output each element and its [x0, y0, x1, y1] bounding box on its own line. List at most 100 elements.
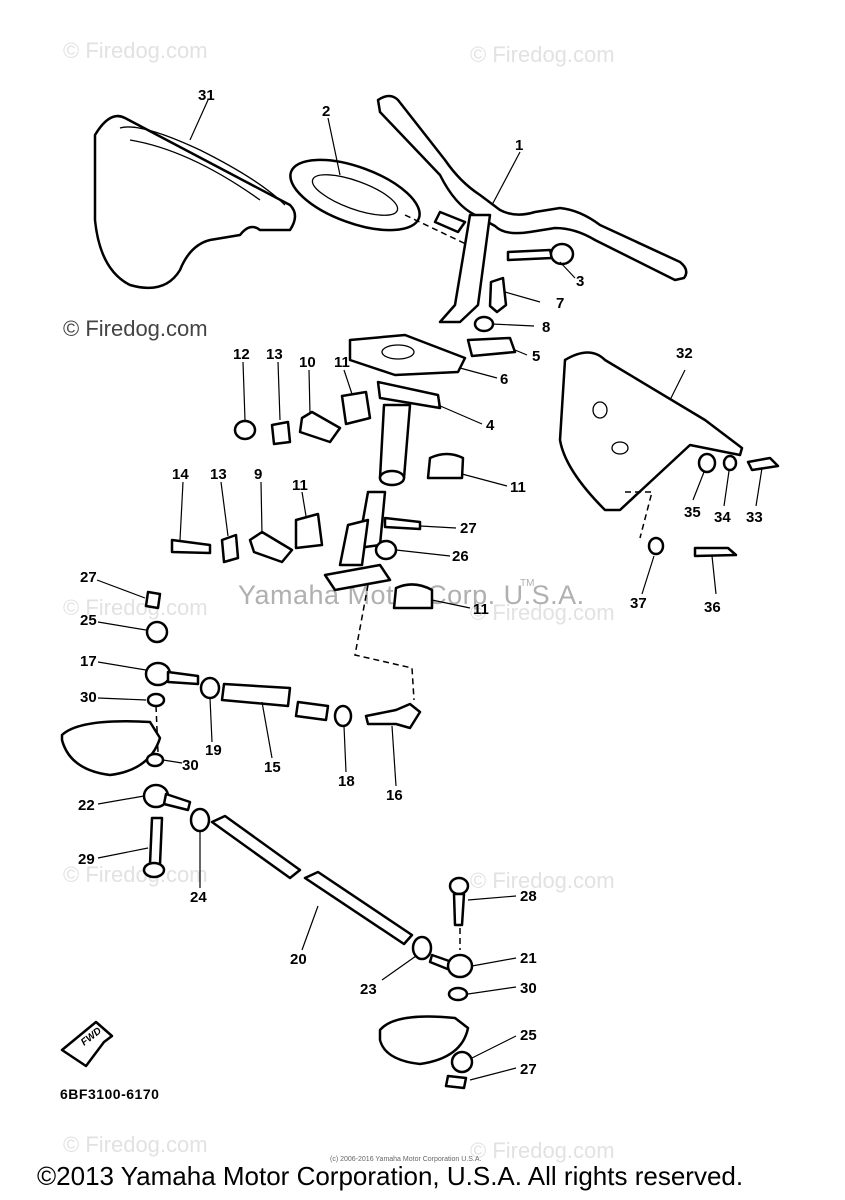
watermark: © Firedog.com: [470, 868, 615, 893]
part-nut-12: [233, 419, 257, 441]
part-bolt-27: [444, 1074, 468, 1090]
callout-13: 13: [210, 466, 227, 483]
part-bolt-33: [746, 456, 780, 472]
callout-23: 23: [360, 981, 377, 998]
part-rod-end-17: [144, 661, 200, 687]
watermark: © Firedog.com: [470, 42, 615, 67]
part-bolt-3: [506, 242, 575, 266]
part-plate-13: [270, 420, 292, 446]
callout-10: 10: [299, 354, 316, 371]
callout-4: 4: [486, 417, 495, 434]
part-clamp-5: [466, 336, 517, 358]
callout-17: 17: [80, 653, 97, 670]
callout-22: 22: [78, 797, 95, 814]
part-nut-24: [189, 807, 211, 833]
callout-19: 19: [205, 742, 222, 759]
watermark: © Firedog.com: [63, 38, 208, 63]
callout-32: 32: [676, 345, 693, 362]
part-nut-26: [374, 539, 398, 561]
trademark-mark: TM: [520, 578, 535, 589]
callout-3: 3: [576, 273, 584, 290]
part-lower-shaft: [323, 490, 392, 592]
part-bracket-10: [298, 410, 342, 444]
part-bolt-29: [142, 816, 166, 879]
part-rod-20: [210, 814, 414, 946]
part-engine-mount: [60, 719, 162, 777]
callout-25: 25: [520, 1027, 537, 1044]
callout-36: 36: [704, 599, 721, 616]
callout-11: 11: [334, 354, 350, 371]
callout-18: 18: [338, 773, 355, 790]
callout-6: 6: [500, 371, 508, 388]
callout-5: 5: [532, 348, 540, 365]
callout-27: 27: [80, 569, 97, 586]
callout-labels: 31 2 1 3 7 8 5 6 4 12 13 10 11 11 14 13 …: [78, 87, 763, 1078]
watermark: © Firedog.com: [470, 600, 615, 625]
part-plate-13: [220, 533, 240, 564]
part-washer-30: [146, 692, 166, 708]
callout-14: 14: [172, 466, 189, 483]
callout-31: 31: [198, 87, 215, 104]
part-washer-30: [145, 752, 165, 768]
callout-21: 21: [520, 950, 537, 967]
part-nut-25: [450, 1050, 474, 1074]
callout-24: 24: [190, 889, 207, 906]
part-nut-19: [199, 676, 221, 700]
callout-28: 28: [520, 888, 537, 905]
callout-11: 11: [510, 479, 526, 496]
callout-33: 33: [746, 509, 763, 526]
part-rod-15: [220, 682, 292, 708]
part-rod-end-22: [142, 783, 192, 812]
part-bolt-14: [170, 538, 212, 555]
part-nut-25: [145, 620, 169, 644]
callout-27: 27: [460, 520, 477, 537]
part-bracket-9: [248, 530, 294, 564]
part-grommet-37: [647, 536, 665, 556]
part-bolt-28: [448, 876, 470, 927]
watermark: © Firedog.com: [63, 595, 208, 620]
part-nut-23: [411, 935, 433, 961]
part-sleeve: [294, 700, 330, 722]
watermark: © Firedog.com: [63, 862, 208, 887]
callout-1: 1: [515, 137, 523, 154]
watermark: © Firedog.com: [63, 1132, 208, 1157]
part-shell-11: [392, 583, 434, 610]
callout-34: 34: [714, 509, 731, 526]
part-nut-8: [473, 315, 495, 333]
part-handle-pad: [289, 158, 421, 232]
leader-lines: [96, 99, 763, 1081]
part-bolt-36: [693, 546, 738, 558]
part-bolt-27: [383, 516, 422, 531]
callout-27: 27: [520, 1061, 537, 1078]
part-handlebar: [376, 94, 688, 324]
callout-11: 11: [292, 477, 308, 494]
part-catalog-code: 6BF3100-6170: [60, 1086, 160, 1102]
part-shell-11: [340, 390, 372, 426]
watermark-dark: © Firedog.com: [63, 316, 208, 341]
part-rod-end-21: [428, 953, 474, 979]
watermark: © Firedog.com: [470, 1138, 615, 1163]
part-cowl: [93, 114, 297, 290]
part-bolt-7: [488, 276, 508, 314]
part-bracket-6: [348, 333, 467, 377]
part-rod-end-16: [364, 702, 422, 730]
callout-20: 20: [290, 951, 307, 968]
footer-copyright: ©2013 Yamaha Motor Corporation, U.S.A. A…: [37, 1161, 744, 1191]
callout-25: 25: [80, 612, 97, 629]
callout-30: 30: [182, 757, 199, 774]
part-washer-34: [722, 454, 738, 472]
connection-line: [354, 584, 415, 701]
callout-13: 13: [266, 346, 283, 363]
callout-29: 29: [78, 851, 95, 868]
callout-8: 8: [542, 319, 550, 336]
callout-30: 30: [520, 980, 537, 997]
part-side-panel-32: [558, 351, 744, 512]
callout-9: 9: [254, 466, 262, 483]
callout-2: 2: [322, 103, 330, 120]
callout-35: 35: [684, 504, 701, 521]
part-shell-11: [294, 512, 324, 550]
callout-37: 37: [630, 595, 647, 612]
callout-12: 12: [233, 346, 250, 363]
